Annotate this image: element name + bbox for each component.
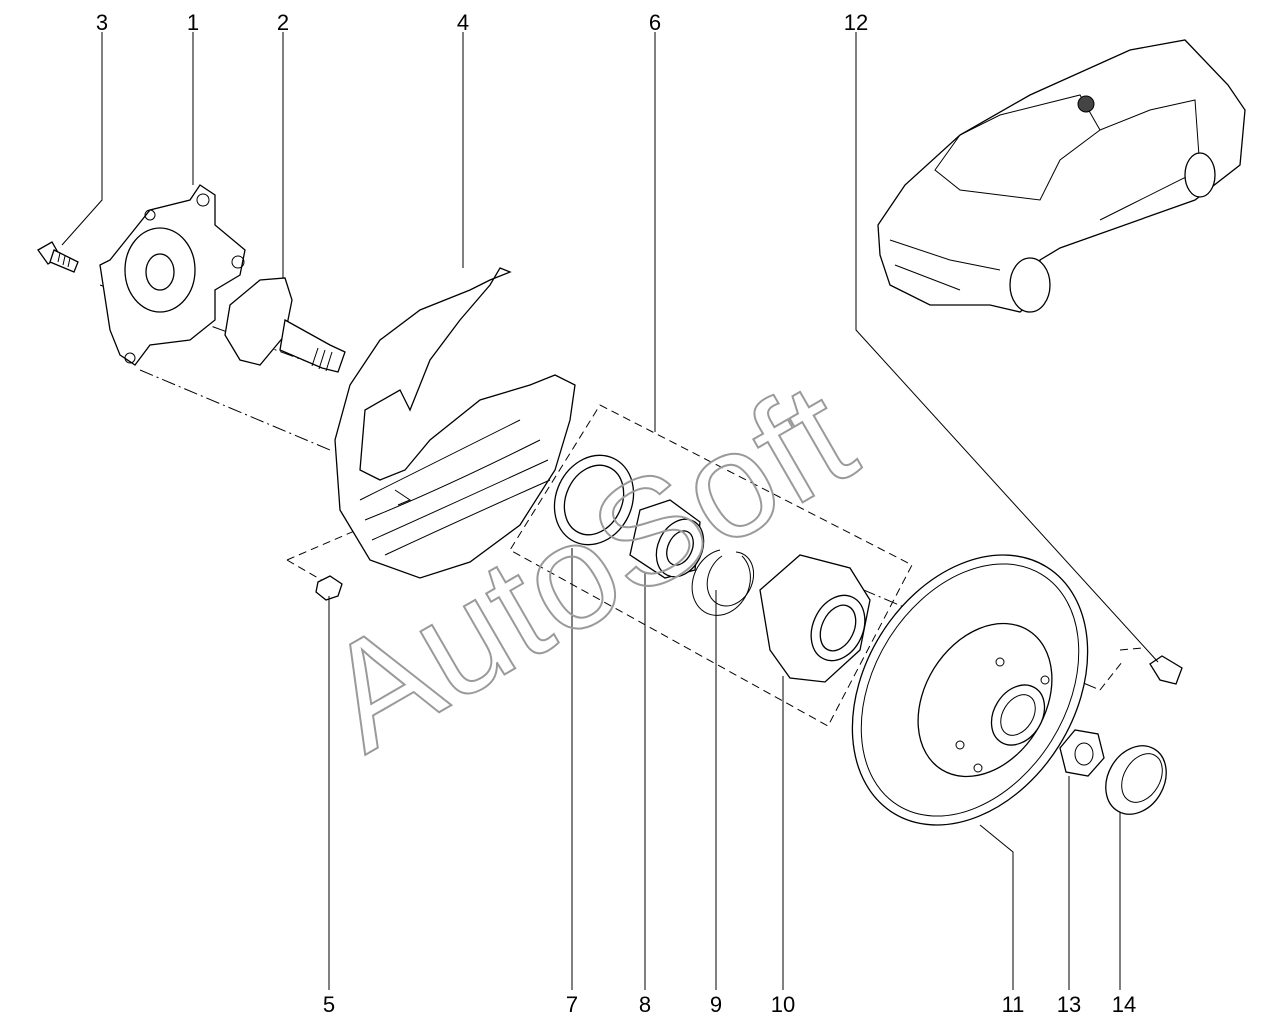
part-bolt — [37, 241, 79, 273]
part-hub-nut — [1059, 729, 1105, 777]
part-retaining-ring — [691, 549, 755, 616]
part-steering-knuckle — [99, 184, 246, 366]
callout-9: 9 — [710, 992, 722, 1017]
part-wheel-bearing — [629, 499, 705, 579]
callout-3: 3 — [96, 10, 108, 35]
part-hub-cap — [1105, 745, 1167, 815]
callout-10: 10 — [771, 992, 795, 1017]
callout-13: 13 — [1057, 992, 1081, 1017]
callout-11: 11 — [1002, 992, 1025, 1017]
callout-6: 6 — [649, 10, 661, 35]
part-brake-shield — [334, 267, 576, 579]
callout-12: 12 — [844, 10, 868, 35]
callout-7: 7 — [566, 992, 578, 1017]
callout-labels: 3 1 2 4 6 12 5 7 8 9 10 11 13 14 — [96, 10, 1136, 1017]
part-brake-disc — [851, 554, 1089, 826]
assembly-group-frame — [509, 404, 913, 727]
callout-4: 4 — [457, 10, 469, 35]
callout-5: 5 — [323, 992, 335, 1017]
part-disc-screw — [1149, 655, 1183, 685]
callout-8: 8 — [639, 992, 651, 1017]
part-stub-axle — [224, 277, 346, 373]
car-illustration — [877, 39, 1246, 313]
leader-lines — [61, 32, 1159, 990]
part-seal-ring — [553, 454, 635, 546]
callout-14: 14 — [1112, 992, 1136, 1017]
part-wheel-hub — [759, 554, 871, 683]
callout-1: 1 — [187, 10, 199, 35]
part-screw — [315, 575, 343, 606]
callout-2: 2 — [277, 10, 289, 35]
